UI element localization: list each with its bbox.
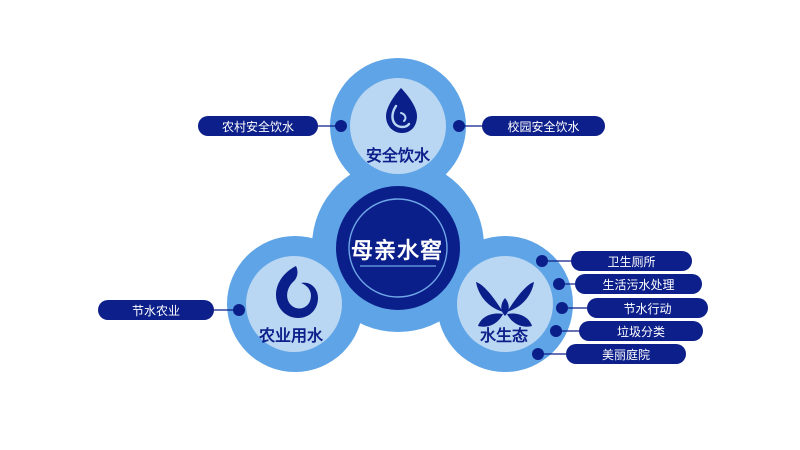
butterfly-leaf-icon <box>476 282 534 327</box>
dot-top-left <box>335 120 347 132</box>
connector-dots <box>233 120 568 360</box>
center-title: 母亲水窖 <box>351 239 444 264</box>
water-drop-icon <box>386 88 417 133</box>
dot-top-right <box>453 120 465 132</box>
node-label-left: 农业用水 <box>259 326 324 345</box>
pill-top-left: 农村安全饮水 <box>198 116 318 136</box>
node-label-right: 水生态 <box>480 326 529 345</box>
center-hub-ring <box>348 198 448 298</box>
dot-left <box>233 304 245 316</box>
dot-right-4 <box>550 325 562 337</box>
center-hub <box>336 186 460 310</box>
pill-right-2: 生活污水处理 <box>575 274 702 294</box>
pill-left: 节水农业 <box>98 300 214 320</box>
dot-right-1 <box>536 255 548 267</box>
pill-top-right: 校园安全饮水 <box>482 116 605 136</box>
pill-right-5: 美丽庭院 <box>566 344 686 364</box>
inner-disc-left <box>246 256 342 352</box>
dot-right-2 <box>553 278 565 290</box>
pill-right-1: 卫生厕所 <box>571 251 692 271</box>
dot-right-5 <box>532 348 544 360</box>
dot-right-3 <box>556 302 568 314</box>
pill-right-3: 节水行动 <box>587 298 708 318</box>
node-label-top: 安全饮水 <box>366 146 431 165</box>
pill-right-4: 垃圾分类 <box>579 321 703 341</box>
swirl-flame-icon <box>276 266 318 318</box>
